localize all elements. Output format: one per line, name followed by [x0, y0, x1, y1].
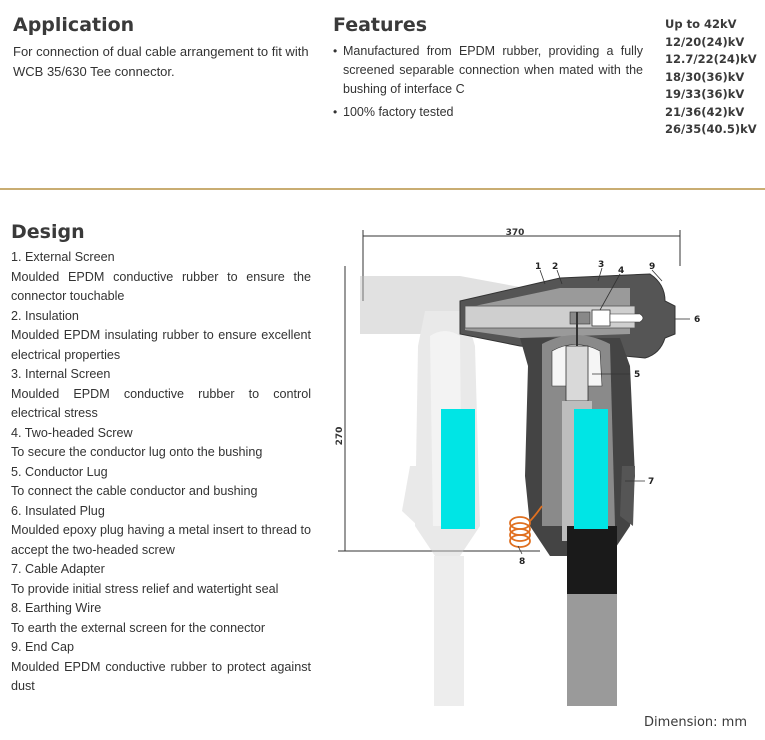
bullet-icon: •: [333, 44, 338, 58]
dimension-height-label: 270: [335, 427, 345, 446]
callout-7: 7: [648, 477, 654, 487]
design-item-heading: 6. Insulated Plug: [11, 503, 105, 518]
application-title: Application: [13, 14, 135, 36]
connector-drawing: 370 270: [335, 228, 700, 706]
rear-insert: [441, 409, 475, 529]
dimension-note: Dimension: mm: [644, 715, 747, 730]
design-item-heading: 2. Insulation: [11, 308, 79, 323]
design-item-text: Moulded EPDM insulating rubber to ensure…: [11, 328, 311, 362]
callout-3: 3: [598, 260, 604, 270]
design-item: 4. Two-headed Screw To secure the conduct…: [11, 424, 311, 463]
callout-5: 5: [634, 370, 640, 380]
callout-1: 1: [535, 262, 541, 272]
dimension-width-label: 370: [506, 228, 525, 238]
design-item: 5. Conductor Lug To connect the cable con…: [11, 463, 311, 502]
design-item-heading: 8. Earthing Wire: [11, 601, 102, 615]
design-item-heading: 7. Cable Adapter: [11, 562, 105, 576]
design-item-text: Moulded EPDM conductive rubber to contro…: [11, 386, 311, 421]
design-item-text: To secure the conductor lug onto the bus…: [11, 445, 263, 459]
feature-item: •100% factory tested: [333, 103, 643, 122]
rating-item: 18/30(36)kV: [665, 69, 745, 84]
features-list: •Manufactured from EPDM rubber, providin…: [333, 42, 643, 122]
rating-item: 12.7/22(24)kV: [665, 52, 757, 66]
dimension-lines: [338, 230, 681, 552]
features-section: Features •Manufactured from EPDM rubber,…: [333, 14, 643, 126]
design-item-text: Moulded EPDM conductive rubber to ensure…: [11, 269, 311, 304]
design-item-text: Moulded epoxy plug having a metal insert…: [11, 523, 311, 557]
callout-2: 2: [552, 262, 558, 272]
callout-9: 9: [649, 262, 655, 272]
design-title: Design: [11, 221, 85, 243]
callout-6: 6: [694, 315, 700, 325]
design-item-heading: 3. Internal Screen: [11, 367, 111, 381]
design-item: 7. Cable Adapter To provide initial stres…: [11, 560, 311, 599]
rating-item: Up to 42kV: [665, 17, 737, 31]
design-item-heading: 5. Conductor Lug: [11, 464, 108, 479]
design-item-text: To connect the cable conductor and bushi…: [11, 484, 258, 498]
front-connector: [459, 273, 676, 706]
front-insert: [574, 409, 608, 529]
section-divider: [0, 188, 765, 190]
rating-item: 19/33(36)kV: [665, 87, 745, 101]
application-text: For connection of dual cable arrangement…: [13, 44, 309, 79]
design-item-heading: 9. End Cap: [11, 640, 75, 654]
callout-4: 4: [618, 266, 624, 276]
design-item: 8. Earthing Wire To earth the external sc…: [11, 599, 311, 638]
rating-item: 12/20(24)kV: [665, 34, 745, 49]
design-item-heading: 1. External Screen: [11, 250, 115, 264]
voltage-ratings: Up to 42kV 12/20(24)kV 12.7/22(24)kV 18/…: [665, 16, 760, 139]
design-item-text: To earth the external screen for the con…: [11, 620, 266, 635]
rating-item: 21/36(42)kV: [665, 104, 745, 119]
design-item-heading: 4. Two-headed Screw: [11, 425, 133, 440]
design-item-text: To provide initial stress relief and wat…: [11, 581, 279, 596]
callout-leaders: [517, 267, 690, 555]
design-item-text: Moulded EPDM conductive rubber to protec…: [11, 659, 311, 694]
application-section: Application For connection of dual cable…: [13, 14, 318, 82]
callout-8: 8: [519, 557, 525, 567]
rating-item: 26/35(40.5)kV: [665, 122, 757, 136]
feature-item: •Manufactured from EPDM rubber, providin…: [333, 44, 643, 96]
callout-labels: 1 2 3 4 9 6 5 7 8: [519, 260, 700, 567]
earthing-wire: [509, 505, 543, 548]
features-title: Features: [333, 14, 428, 36]
bullet-icon: •: [333, 105, 338, 119]
